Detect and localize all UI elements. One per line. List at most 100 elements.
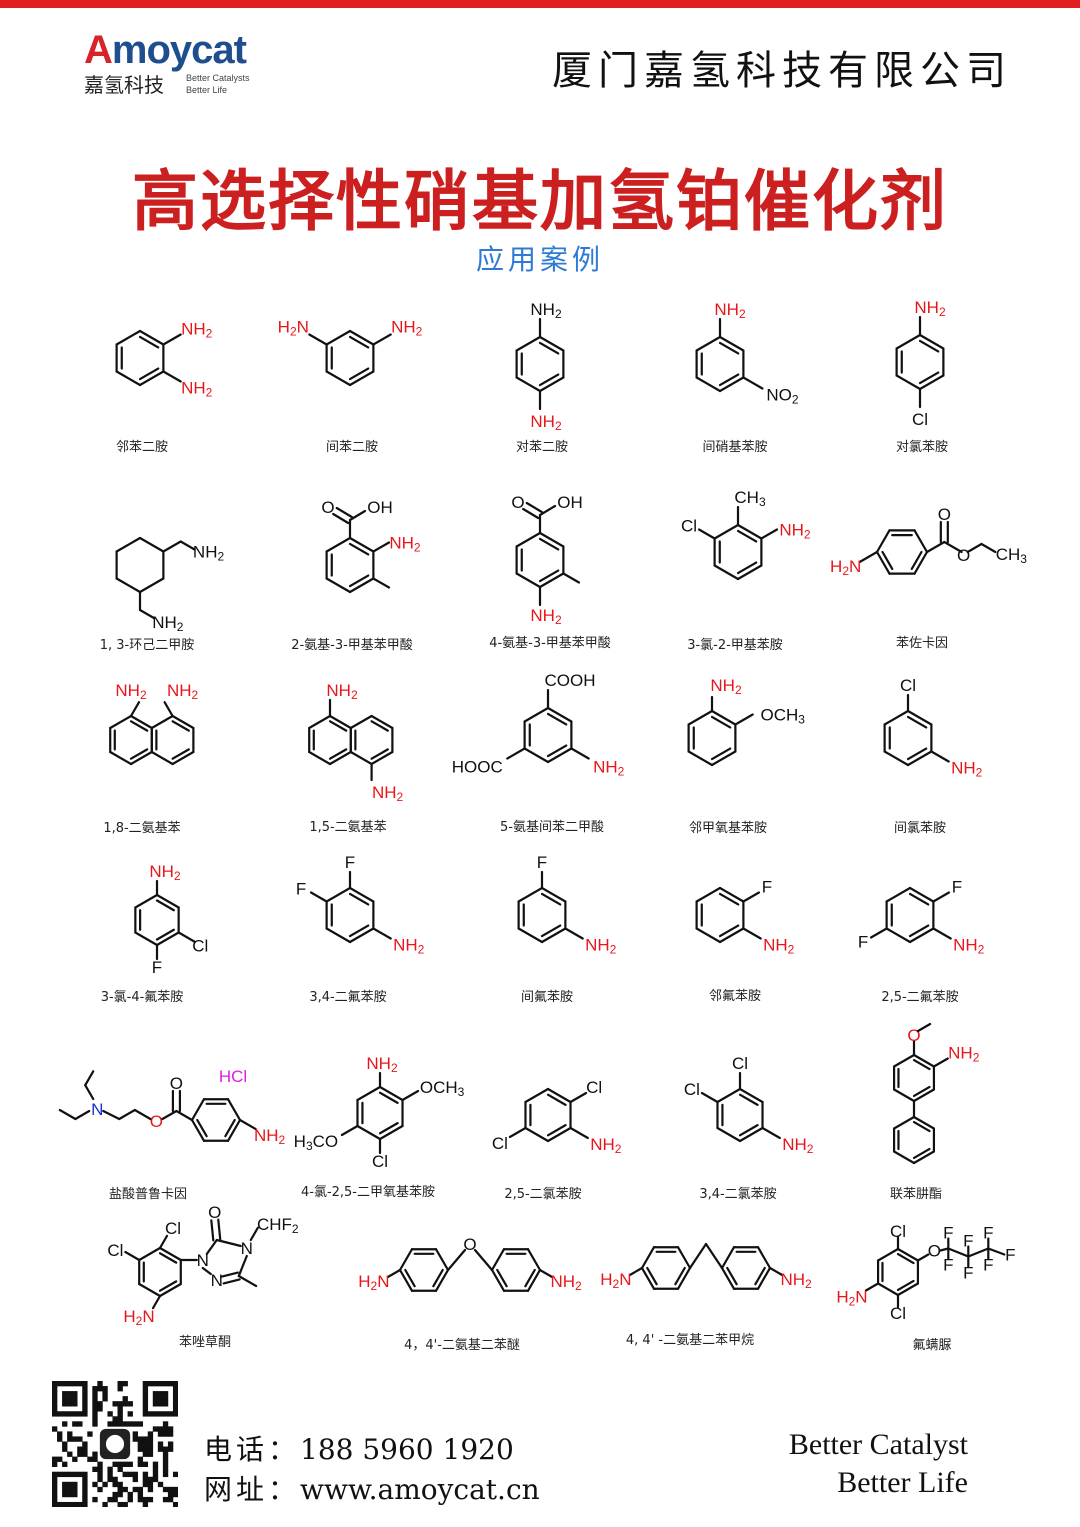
bond — [109, 750, 133, 766]
bond — [372, 333, 392, 346]
bond — [761, 1126, 781, 1140]
atom-label: H2N — [830, 557, 861, 579]
atom-label: F — [1005, 1245, 1015, 1264]
compound-name: 3,4-二氯苯胺 — [699, 1187, 777, 1202]
page-title: 高选择性硝基加氢铂催化剂 — [132, 162, 948, 240]
bond — [892, 1150, 916, 1165]
bond — [892, 1088, 916, 1103]
bond — [674, 1266, 686, 1286]
bond — [155, 899, 175, 912]
bond — [179, 540, 196, 551]
website-link[interactable]: www.amoycat.cn — [300, 1473, 540, 1506]
bond — [196, 1118, 208, 1138]
phone-number: 188 5960 1920 — [300, 1433, 514, 1466]
bond — [546, 744, 568, 758]
bond — [695, 335, 722, 352]
bond — [58, 1108, 77, 1121]
bond — [129, 748, 149, 760]
atom-label: F — [963, 1231, 973, 1250]
bond — [526, 1268, 542, 1292]
bond — [325, 370, 352, 387]
bond — [881, 550, 894, 570]
atom-label: Cl — [192, 936, 208, 955]
bond — [134, 893, 159, 909]
compound-name: 苯唑草酮 — [178, 1335, 232, 1350]
bond — [932, 1057, 949, 1068]
bond — [738, 1093, 759, 1106]
bond — [695, 927, 722, 944]
bond — [115, 370, 142, 387]
bond — [710, 750, 737, 767]
atom-label: O — [208, 1203, 221, 1222]
bond — [249, 1226, 259, 1242]
bond — [875, 529, 891, 554]
bond — [913, 550, 929, 575]
bond — [325, 886, 352, 903]
atom-label: Cl — [492, 1134, 508, 1153]
atom-label: N — [91, 1100, 103, 1119]
compound-name: 1, 3-环己二甲胺 — [99, 638, 195, 653]
bond — [538, 531, 565, 548]
bond — [237, 1254, 248, 1278]
bond — [524, 1087, 550, 1104]
compound-name: 2,5-二氟苯胺 — [881, 990, 959, 1005]
bond — [308, 750, 332, 766]
bond — [883, 750, 910, 767]
bond — [916, 1253, 930, 1262]
bond — [546, 1126, 572, 1143]
atom-label: COOH — [545, 671, 596, 690]
bond — [930, 750, 950, 763]
compound-name: 4-氯-2,5-二甲氧基苯胺 — [300, 1185, 436, 1200]
compound-name: 3-氯-4-氟苯胺 — [100, 990, 184, 1005]
bond — [349, 750, 373, 766]
bond — [378, 1124, 404, 1141]
bond — [688, 1242, 708, 1270]
bond — [932, 927, 952, 940]
bond — [138, 577, 165, 594]
bond — [348, 329, 375, 346]
bond — [906, 715, 928, 729]
bond — [713, 523, 740, 540]
bond — [538, 572, 565, 589]
bond — [237, 1274, 258, 1288]
bond — [908, 927, 935, 944]
bond — [912, 1058, 931, 1071]
bond — [325, 329, 352, 346]
bond — [138, 1246, 162, 1262]
bond — [404, 1268, 416, 1288]
logo-wordmark: Amoycat — [84, 28, 247, 72]
top-red-line — [0, 0, 1080, 8]
bond — [892, 1115, 916, 1130]
compound-name: 间氯苯胺 — [893, 821, 947, 836]
bond — [325, 577, 352, 594]
atom-label: Cl — [107, 1241, 123, 1260]
bond — [84, 1084, 95, 1101]
atom-label: CHF2 — [257, 1214, 299, 1236]
bond — [912, 1150, 936, 1165]
bond — [768, 1266, 784, 1277]
atom-label: O — [463, 1235, 476, 1254]
bond — [754, 1266, 766, 1286]
atom-label: NH2 — [780, 1270, 812, 1292]
website-line: 网址：www.amoycat.cn — [204, 1473, 540, 1506]
bond — [570, 747, 590, 760]
bond — [348, 370, 375, 387]
bond — [742, 927, 762, 940]
bond — [710, 747, 732, 761]
bond — [155, 931, 180, 947]
compound-name: 邻甲氧基苯胺 — [688, 821, 768, 836]
atom-label: N — [211, 1271, 223, 1290]
atom-label: NH2 — [530, 300, 562, 322]
bond — [718, 376, 745, 393]
bond — [896, 1247, 920, 1262]
slogan-line-1: Better Catalyst — [788, 1428, 968, 1461]
bond — [908, 924, 930, 938]
bond — [546, 1093, 567, 1106]
bond — [885, 886, 912, 903]
bond — [171, 748, 190, 760]
bond — [967, 1247, 990, 1258]
bond — [163, 701, 174, 718]
atom-label: N — [241, 1239, 253, 1258]
bond — [115, 577, 142, 594]
